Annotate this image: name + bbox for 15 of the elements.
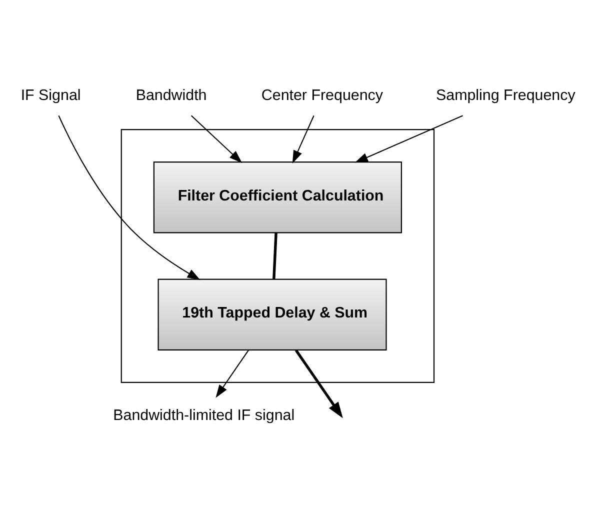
node-text: IF Signal (20, 86, 81, 104)
arrow (58, 114, 200, 280)
arrow (216, 349, 249, 398)
node-box: Filter Coefficient Calculation (153, 161, 402, 233)
cluster (120, 128, 435, 382)
node-text: Bandwidth-limited IF signal (113, 406, 295, 424)
node-box: 19th Tapped Delay & Sum (158, 278, 387, 350)
arrow (292, 114, 314, 164)
arrow (190, 114, 242, 163)
node-text: Center Frequency (261, 86, 383, 104)
arrow (354, 114, 463, 162)
connector (272, 232, 278, 279)
arrow (294, 348, 343, 418)
node-text: Bandwidth (136, 86, 207, 104)
node-text: Sampling Frequency (436, 86, 576, 104)
